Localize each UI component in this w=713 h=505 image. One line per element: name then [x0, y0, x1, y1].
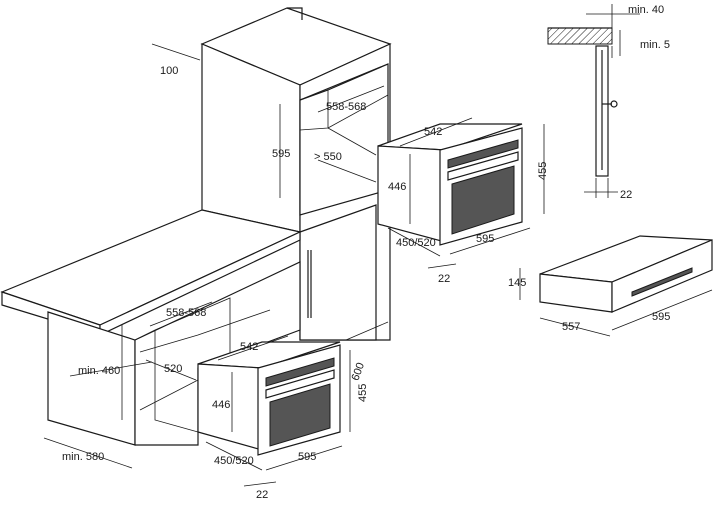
dim-drawer-w-line	[611, 289, 713, 331]
dim-upper-oven-d-line	[387, 227, 441, 257]
label-upper-niche-height: 595	[272, 148, 290, 160]
label-section-front-thickness: 22	[620, 189, 632, 201]
label-upper-oven-depth: 450/520	[396, 237, 436, 249]
warming-drawer	[519, 235, 713, 337]
dimension-lines	[43, 43, 545, 487]
label-lower-front-height: 455	[357, 384, 369, 402]
label-lower-niche-min: min. 460	[78, 365, 120, 377]
section-detail	[547, 4, 640, 198]
dim-100-line	[151, 43, 201, 61]
label-upper-niche-depth: > 550	[314, 151, 342, 163]
dimension-labels: 100 558-568 595 > 550 542 446 455 450/52…	[62, 4, 670, 501]
section-ceiling	[547, 27, 613, 45]
upper-oven-handle-bar	[447, 151, 519, 181]
dim-column-depth-line	[345, 321, 389, 341]
drawer-handle	[631, 267, 693, 297]
upper-oven-window	[451, 165, 515, 235]
dim-lower-niche-w-line	[149, 301, 213, 327]
label-tall-cabinet-depth: 100	[160, 65, 178, 77]
upper-oven	[377, 123, 523, 246]
label-lower-oven-height: 446	[212, 399, 230, 411]
label-lower-oven-width: 542	[240, 341, 258, 353]
label-column-depth: 600	[350, 361, 368, 382]
dim-lower-niche-d-line	[145, 359, 197, 381]
lower-oven-window	[269, 383, 331, 447]
lower-oven	[197, 341, 341, 456]
dim-drawer-d-line	[539, 317, 611, 337]
dim-base-depth-line	[43, 437, 133, 469]
upper-niche-mid-edge	[299, 94, 389, 131]
label-lower-oven-depth: 450/520	[214, 455, 254, 467]
dim-lower-oven-d-line	[205, 441, 263, 471]
lower-niche-back	[134, 297, 231, 400]
lower-niche-left-inner	[154, 330, 199, 433]
label-upper-offset: 22	[438, 273, 450, 285]
label-lower-niche-width: 558-568	[166, 307, 206, 319]
dim-lower-front-w-line	[265, 445, 343, 471]
label-upper-oven-width: 542	[424, 126, 442, 138]
lower-oven-handle-bar	[265, 369, 335, 399]
lower-oven-control-panel	[265, 357, 335, 387]
lower-niche-top-inner	[139, 309, 271, 353]
label-upper-front-height: 455	[537, 162, 549, 180]
label-lower-niche-depth: 520	[164, 363, 182, 375]
dim-lower-oven-w-line	[217, 335, 289, 361]
tall-cabinet-notch	[287, 7, 303, 20]
label-lower-niche-height: min. 580	[62, 451, 104, 463]
label-drawer-height: 145	[508, 277, 526, 289]
label-lower-offset: 22	[256, 489, 268, 500]
label-upper-oven-height: 446	[388, 181, 406, 193]
dim-upper-oven-w-line	[399, 117, 473, 147]
lower-niche-floor	[139, 379, 199, 411]
upper-oven-control-panel	[447, 139, 519, 169]
dim-lower-niche-min-line	[69, 361, 153, 377]
tall-cabinet	[200, 7, 392, 341]
dim-upper-front-w-line	[449, 227, 531, 255]
label-drawer-width: 595	[652, 311, 670, 323]
dim-upper-offset-line	[427, 263, 457, 269]
label-upper-niche-width: 558-568	[326, 101, 366, 113]
base-cabinet	[0, 209, 302, 446]
label-section-top-clearance: min. 40	[628, 4, 664, 16]
label-upper-front-width: 595	[476, 233, 494, 245]
label-section-side-clearance: min. 5	[640, 39, 670, 51]
label-drawer-depth: 557	[562, 321, 580, 333]
dim-lower-offset-line	[243, 481, 277, 487]
dim-upper-niche-w-line	[317, 85, 385, 113]
dim-upper-niche-d-line	[317, 159, 377, 183]
label-lower-front-width: 595	[298, 451, 316, 463]
